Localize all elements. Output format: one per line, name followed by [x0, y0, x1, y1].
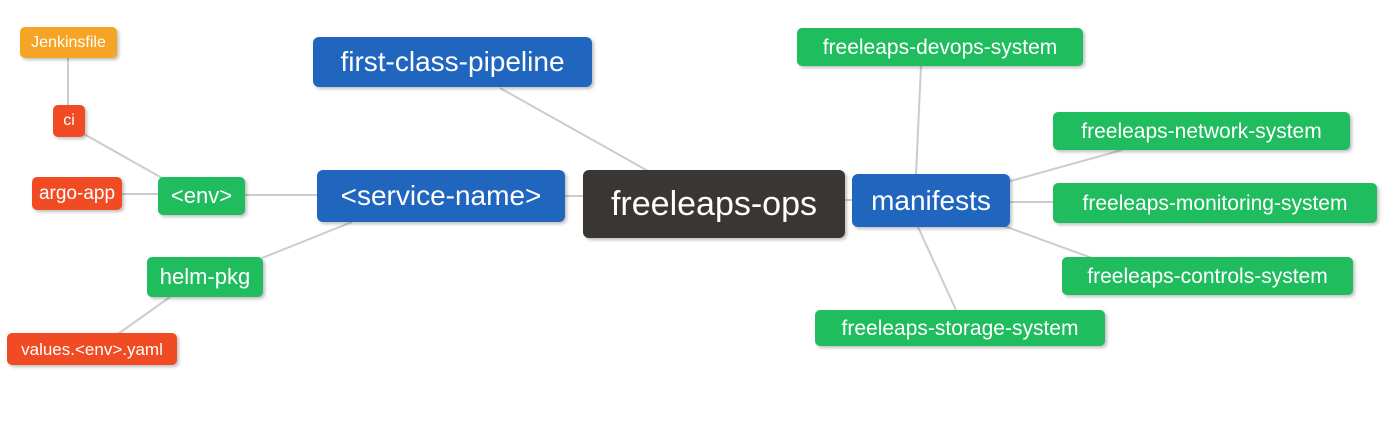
node-first-class-pipeline[interactable]: first-class-pipeline: [313, 37, 592, 87]
node-service-name[interactable]: <service-name>: [317, 170, 565, 222]
node-network-system[interactable]: freeleaps-network-system: [1053, 112, 1350, 150]
edge-manifests-controls: [1003, 225, 1093, 259]
edge-manifests-storage: [917, 226, 957, 311]
edge-pipeline-freeleaps-ops: [499, 87, 649, 172]
node-devops-system[interactable]: freeleaps-devops-system: [797, 28, 1083, 66]
node-helm-pkg[interactable]: helm-pkg: [147, 257, 263, 297]
node-ci[interactable]: ci: [53, 105, 85, 137]
edge-service-name-helm-pkg: [261, 221, 353, 259]
node-jenkinsfile[interactable]: Jenkinsfile: [20, 27, 117, 58]
node-freeleaps-ops-root[interactable]: freeleaps-ops: [583, 170, 845, 238]
node-storage-system[interactable]: freeleaps-storage-system: [815, 310, 1105, 346]
edge-ci-env: [83, 133, 163, 179]
node-env[interactable]: <env>: [158, 177, 245, 215]
edge-manifests-devops: [915, 65, 922, 175]
node-controls-system[interactable]: freeleaps-controls-system: [1062, 257, 1353, 295]
node-argo-app[interactable]: argo-app: [32, 177, 122, 210]
node-manifests[interactable]: manifests: [852, 174, 1010, 227]
node-values-env-yaml[interactable]: values.<env>.yaml: [7, 333, 177, 365]
edge-helm-pkg-values: [117, 296, 171, 335]
node-monitoring-system[interactable]: freeleaps-monitoring-system: [1053, 183, 1377, 223]
edge-manifests-network: [1006, 149, 1123, 183]
